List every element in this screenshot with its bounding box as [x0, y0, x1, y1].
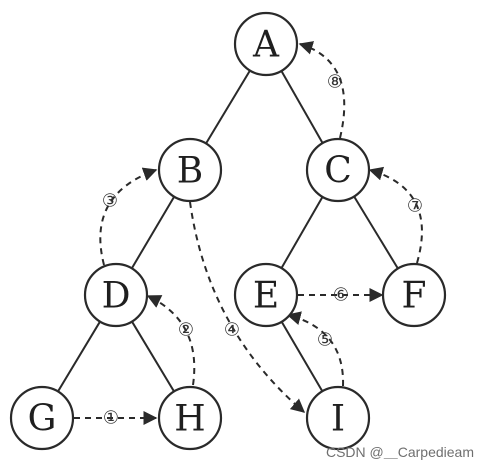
thread-edge-f-c	[368, 166, 423, 264]
node-label-c: C	[324, 151, 352, 192]
node-circle-a	[233, 11, 299, 77]
node-circle-e	[233, 262, 299, 328]
thread-edge-h-d	[146, 295, 196, 386]
thread-order-label-4: ④	[224, 320, 240, 341]
thread-order-label-3: ③	[102, 191, 118, 212]
thread-labels: ① ② ③ ④ ⑤ ⑥ ⑦ ⑧	[102, 72, 423, 429]
node-circle-g	[9, 385, 75, 451]
thread-edges	[74, 41, 423, 425]
tree-node-e: E	[233, 262, 299, 328]
tree-edge-d-g	[57, 321, 101, 392]
tree-node-h: H	[157, 385, 223, 451]
node-label-h: H	[174, 399, 205, 440]
thread-edge-d-b	[99, 167, 158, 266]
node-label-b: B	[177, 151, 203, 192]
thread-order-label-7: ⑦	[407, 196, 423, 217]
thread-order-label-5: ⑤	[317, 330, 333, 351]
tree-edge-a-b	[205, 70, 251, 144]
tree-node-g: G	[9, 385, 75, 451]
tree-node-b: B	[157, 137, 223, 203]
watermark-text: CSDN @＿Carpedieam	[325, 444, 474, 460]
thread-order-label-8: ⑧	[327, 72, 343, 93]
tree-edge-c-f	[353, 195, 399, 270]
node-circle-i	[305, 385, 371, 451]
node-label-e: E	[253, 276, 279, 317]
thread-order-label-2: ②	[178, 320, 194, 341]
node-circle-h	[157, 385, 223, 451]
node-circle-d	[83, 262, 149, 328]
node-label-d: D	[102, 276, 131, 317]
node-label-f: F	[402, 276, 427, 317]
tree-edge-c-e	[280, 196, 324, 269]
node-label-g: G	[28, 399, 57, 440]
node-circle-f	[381, 262, 447, 328]
thread-order-label-6: ⑥	[333, 285, 349, 306]
tree-node-d: D	[83, 262, 149, 328]
thread-edge-c-a	[298, 41, 346, 139]
tree-nodes: A B C D E F G H	[9, 11, 447, 451]
node-label-a: A	[252, 25, 280, 66]
node-label-i: I	[331, 399, 345, 440]
tree-edge-e-i	[280, 321, 324, 392]
tree-node-f: F	[381, 262, 447, 328]
thread-edge-i-e	[286, 311, 345, 387]
node-circle-b	[157, 137, 223, 203]
thread-edge-b-i	[189, 201, 306, 413]
thread-order-label-1: ①	[103, 408, 119, 429]
tree-node-i: I	[305, 385, 371, 451]
tree-node-a: A	[233, 11, 299, 77]
tree-edge-b-d	[130, 196, 176, 269]
tree-edge-d-h	[131, 321, 175, 392]
node-circle-c	[305, 137, 371, 203]
tree-node-c: C	[305, 137, 371, 203]
tree-edge-a-c	[280, 70, 324, 144]
tree-edges	[57, 70, 399, 392]
